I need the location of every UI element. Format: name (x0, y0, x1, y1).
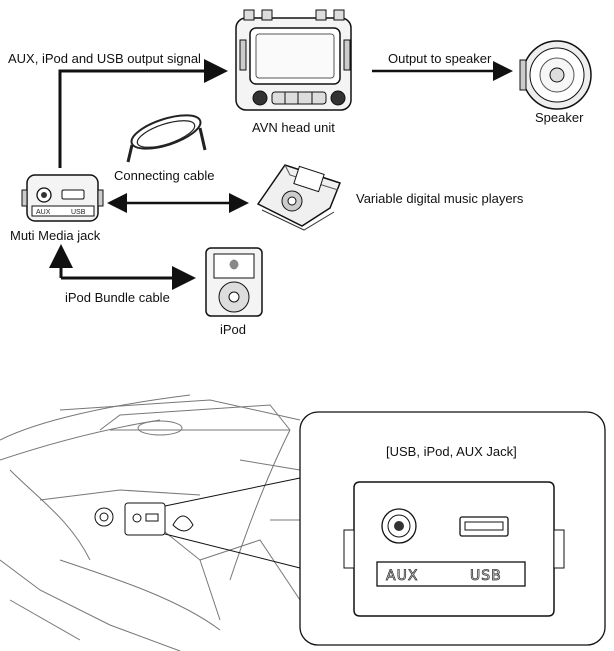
ipod-label: iPod (220, 322, 246, 337)
callout-line-bottom (164, 533, 301, 569)
jack-aux-mini-label: AUX (36, 209, 51, 216)
connecting-cable-label: Connecting cable (114, 168, 214, 183)
output-to-speaker-label: Output to speaker (388, 51, 492, 66)
jack-detail-title: [USB, iPod, AUX Jack] (386, 444, 517, 459)
avn-head-unit (235, 9, 352, 111)
multimedia-jack-illustration (21, 174, 104, 222)
output-signal-arrow (58, 59, 228, 168)
speaker-label: Speaker (535, 110, 584, 125)
jack-usb-mini-label: USB (71, 209, 86, 216)
variable-players-label: Variable digital music players (356, 191, 524, 206)
multimedia-jack-label: Muti Media jack (10, 228, 101, 243)
console-jack-panel (94, 502, 194, 536)
ipod-illustration (205, 247, 263, 317)
ipod-bundle-cable-label: iPod Bundle cable (65, 290, 170, 305)
jack-detail-aux-label: AUX (386, 568, 418, 584)
connecting-cable-illustration (126, 114, 207, 163)
console-illustration (0, 394, 301, 651)
jack-detail-plate (343, 481, 565, 617)
speaker-illustration (519, 40, 592, 110)
callout-line-top (164, 477, 301, 507)
jack-detail-usb-label: USB (470, 568, 502, 584)
output-signal-label: AUX, iPod and USB output signal (8, 51, 201, 66)
music-player-illustration (256, 164, 341, 231)
avn-head-unit-label: AVN head unit (252, 120, 335, 135)
